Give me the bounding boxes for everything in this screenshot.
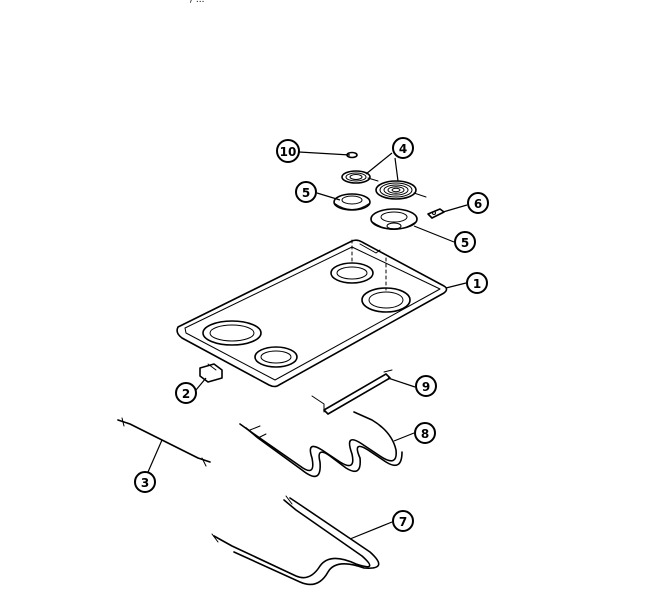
callout-1: 1 [466, 272, 488, 294]
callout-3-label: 3 [141, 476, 149, 490]
callout-7-label: 7 [399, 515, 407, 529]
leader-4 [365, 152, 399, 182]
callout-5-upper: 5 [295, 181, 317, 203]
callout-10: 10 [276, 139, 300, 163]
callout-10-label: 10 [280, 145, 297, 159]
callout-6: 6 [467, 192, 489, 214]
callout-4-label: 4 [399, 142, 407, 156]
callout-5-lower: 5 [454, 231, 476, 253]
bake-element [211, 495, 380, 586]
callout-2-label: 2 [182, 387, 190, 401]
cooktop-panel [176, 239, 448, 388]
leader-3 [147, 439, 163, 473]
callout-8-label: 8 [421, 427, 429, 441]
header-fragment: / ... [190, 0, 204, 5]
leader-1 [445, 282, 467, 289]
leader-5b [413, 225, 455, 243]
callout-6-label: 6 [474, 197, 482, 211]
leader-5a [316, 192, 341, 201]
callout-3: 3 [134, 471, 156, 493]
drip-bowl-right [370, 208, 418, 230]
element-bracket [311, 369, 393, 415]
element-rod [117, 417, 211, 467]
callout-9: 9 [415, 375, 437, 397]
callout-2: 2 [175, 382, 197, 404]
leader-9 [387, 377, 416, 388]
callout-9-label: 9 [422, 380, 430, 394]
leader-7 [349, 521, 393, 540]
leader-6 [442, 204, 468, 213]
callout-7: 7 [392, 510, 414, 532]
leader-10 [298, 151, 351, 156]
callout-8: 8 [414, 422, 436, 444]
drip-bowl-left [333, 193, 371, 211]
hinge-bracket [199, 363, 223, 383]
callout-5-upper-label: 5 [302, 186, 310, 200]
callout-5-lower-label: 5 [461, 236, 469, 250]
surface-element-small [341, 170, 379, 184]
broil-element [239, 411, 403, 478]
leader-2 [195, 377, 207, 391]
callout-1-label: 1 [473, 277, 481, 291]
leader-8 [393, 432, 415, 442]
callout-4: 4 [392, 137, 414, 159]
terminal-block [427, 208, 445, 219]
surface-element-large [375, 180, 427, 200]
